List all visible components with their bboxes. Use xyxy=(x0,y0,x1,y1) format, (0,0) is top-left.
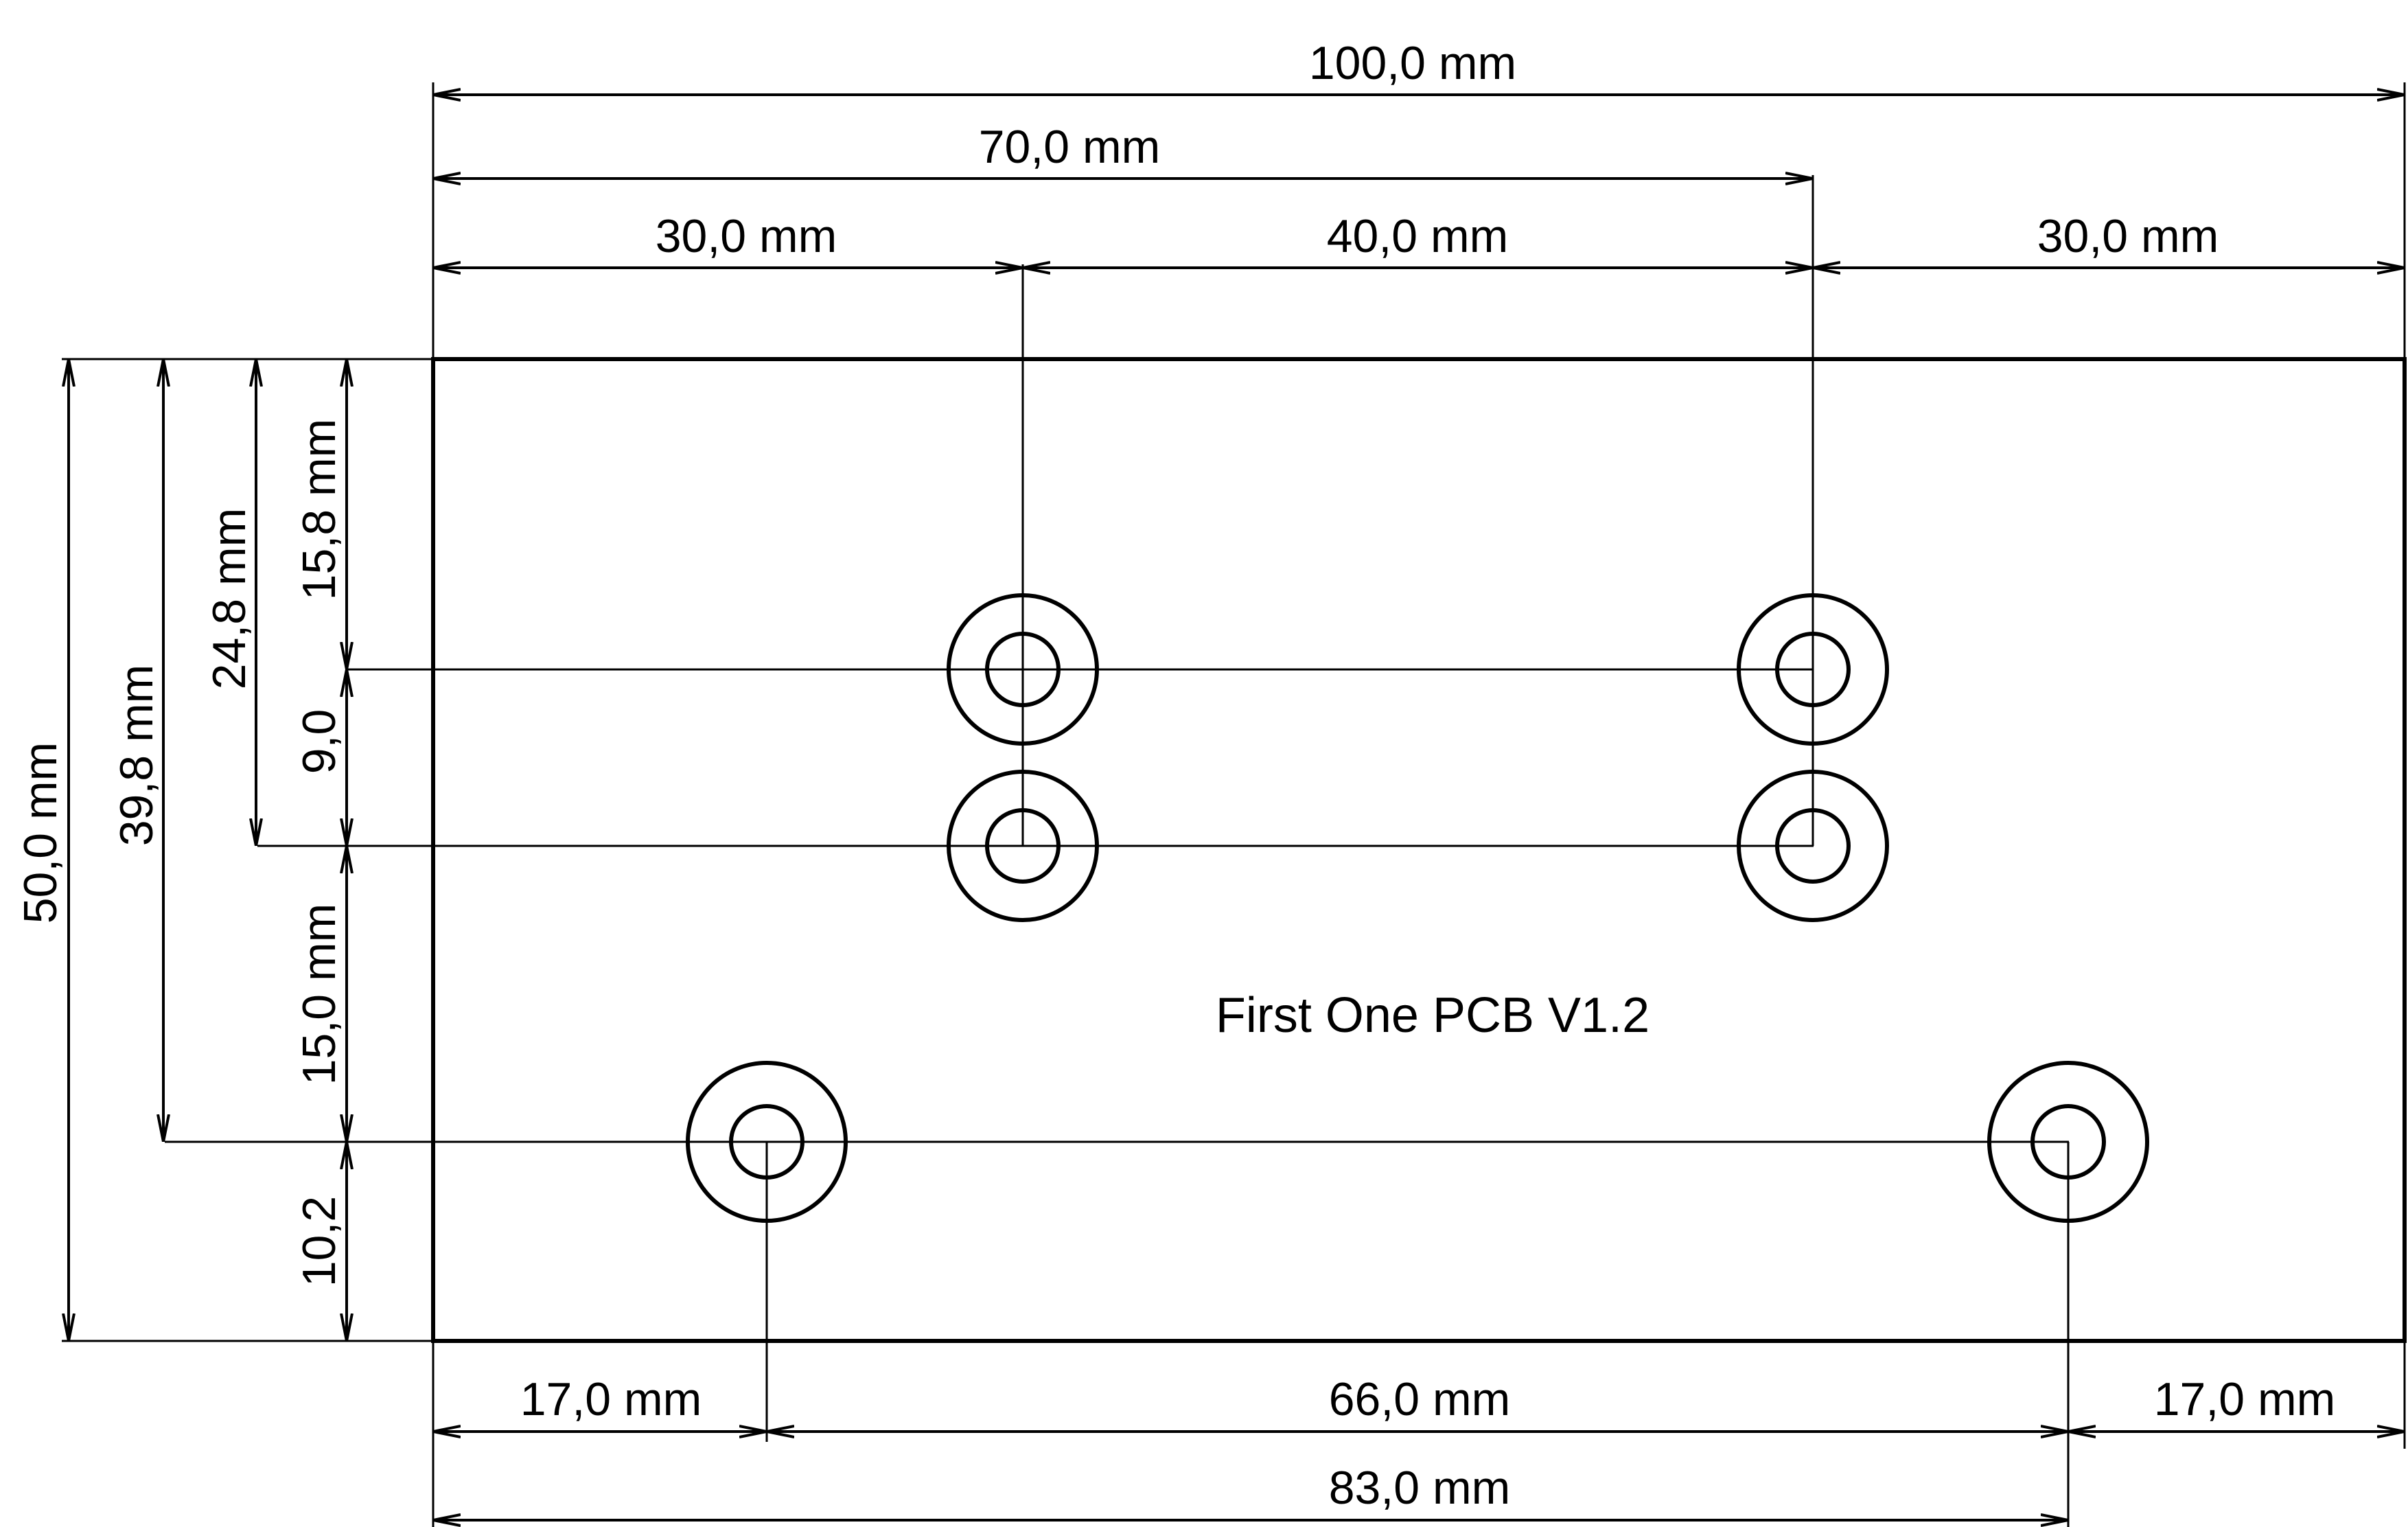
mounting-holes xyxy=(686,593,2149,1223)
mounting-hole xyxy=(1737,770,1889,922)
dim-text-left-15-0: 15,0 mm xyxy=(293,904,345,1086)
dim-text-bottom-mid: 66,0 mm xyxy=(1329,1373,1511,1425)
dim-text-left-total: 50,0 mm xyxy=(14,742,67,924)
mounting-hole xyxy=(947,770,1099,922)
extension-lines xyxy=(62,82,2406,1527)
dim-text-bottom-left: 17,0 mm xyxy=(520,1373,702,1425)
mounting-hole xyxy=(1737,593,1889,746)
dim-text-top-left: 30,0 mm xyxy=(656,210,837,262)
hole-centre-lines xyxy=(165,175,2070,1527)
dim-text-top-right: 30,0 mm xyxy=(2037,210,2219,262)
dim-text-top-mid: 40,0 mm xyxy=(1327,210,1509,262)
mounting-hole xyxy=(947,593,1099,746)
dim-text-bottom-right: 17,0 mm xyxy=(2154,1373,2336,1425)
dim-text-left-39: 39,8 mm xyxy=(111,665,163,847)
dim-text-top-70: 70,0 mm xyxy=(979,121,1161,173)
dim-text-left-10-2: 10,2 xyxy=(293,1196,345,1287)
vertical-dimensions: 50,0 mm 39,8 mm 24,8 mm 15,8 mm 9,0 15,0… xyxy=(14,359,347,1341)
pcb-board-outline xyxy=(431,357,2407,1343)
dim-text-left-9: 9,0 xyxy=(293,709,345,774)
dim-text-left-15-8: 15,8 mm xyxy=(293,419,345,601)
mounting-hole xyxy=(1987,1061,2149,1223)
dim-text-left-24: 24,8 mm xyxy=(203,508,255,690)
mounting-hole xyxy=(686,1061,848,1223)
dim-text-top-total: 100,0 mm xyxy=(1309,37,1516,89)
dim-text-bottom-total: 83,0 mm xyxy=(1329,1462,1511,1514)
board-label: First One PCB V1.2 xyxy=(1216,988,1649,1043)
horizontal-dimensions: 100,0 mm 70,0 mm 30,0 mm 40,0 mm 30,0 mm… xyxy=(433,37,2405,1520)
